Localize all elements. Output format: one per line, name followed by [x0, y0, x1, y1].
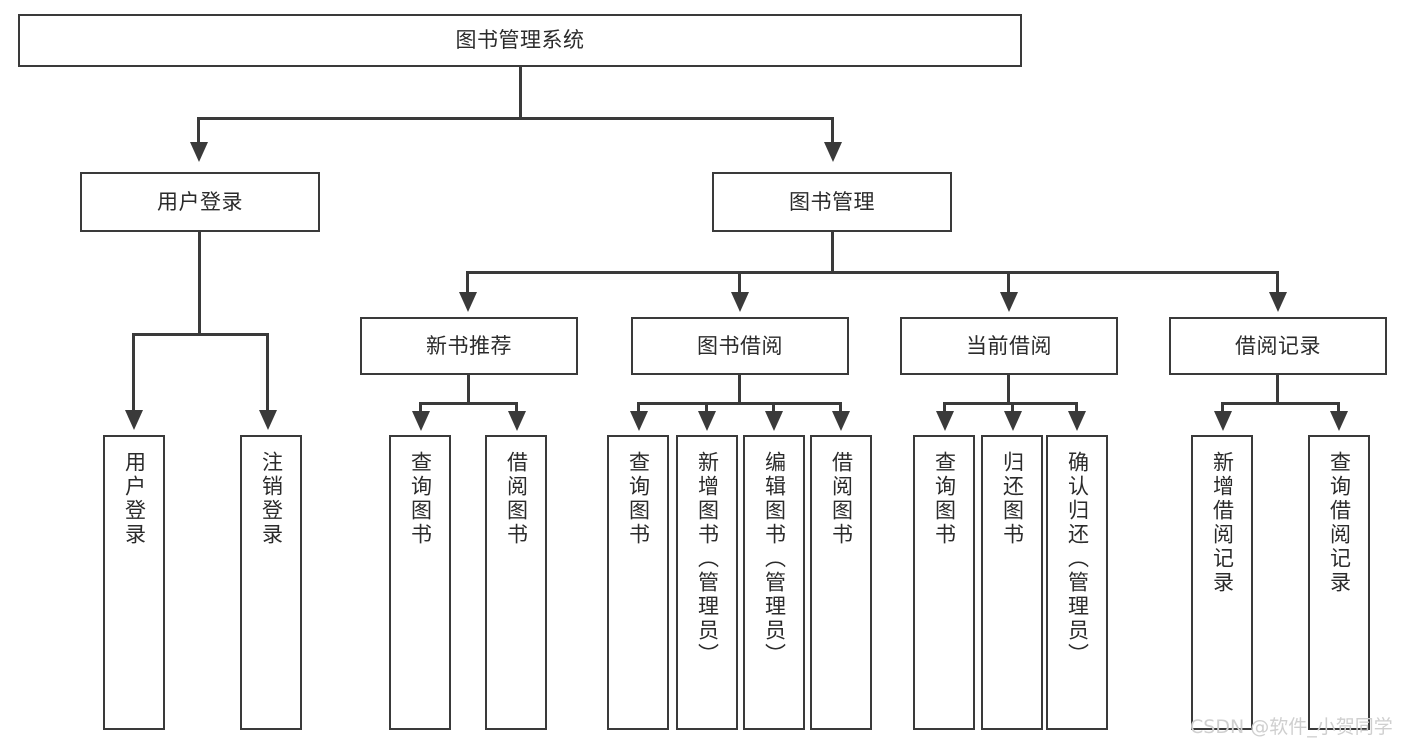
edge-drop-bb-borrow [839, 402, 842, 412]
node-label: 编辑图书（管理员） [762, 451, 787, 667]
arrowhead-nb-query [412, 411, 430, 431]
node-user-login[interactable]: 用户登录 [80, 172, 320, 232]
arrowhead-user-login [190, 142, 208, 162]
node-label: 当前借阅 [966, 333, 1052, 358]
node-label: 确认归还（管理员） [1065, 451, 1090, 667]
edge-drop-nb-borrow [515, 402, 518, 412]
leaf-bb-edit-book[interactable]: 编辑图书（管理员） [743, 435, 805, 730]
edge-current-borrow-bus [943, 402, 1078, 405]
edge-root-bus [197, 117, 834, 120]
edge-drop-bb-edit [772, 402, 775, 412]
node-label: 用户登录 [157, 189, 243, 214]
edge-drop-cb-return [1011, 402, 1014, 412]
edge-drop-current-borrow [1007, 271, 1010, 293]
edge-root-stem [519, 67, 522, 117]
arrowhead-nb-borrow [508, 411, 526, 431]
edge-new-book-stem [467, 375, 470, 403]
leaf-br-query-record[interactable]: 查询借阅记录 [1308, 435, 1370, 730]
edge-current-borrow-stem [1007, 375, 1010, 403]
node-label: 借阅记录 [1235, 333, 1321, 358]
leaf-cb-return-book[interactable]: 归还图书 [981, 435, 1043, 730]
edge-drop-new-book [466, 271, 469, 293]
node-label: 新增借阅记录 [1210, 451, 1235, 595]
leaf-bb-borrow-book[interactable]: 借阅图书 [810, 435, 872, 730]
node-root-system[interactable]: 图书管理系统 [18, 14, 1022, 67]
edge-new-book-bus [419, 402, 518, 405]
edge-drop-bb-query [637, 402, 640, 412]
node-label: 注销登录 [259, 451, 284, 547]
node-label: 新增图书（管理员） [695, 451, 720, 667]
node-label: 图书管理 [789, 189, 875, 214]
edge-drop-book-borrow [738, 271, 741, 293]
node-book-management[interactable]: 图书管理 [712, 172, 952, 232]
edge-drop-bb-add [705, 402, 708, 412]
arrowhead-cb-confirm [1068, 411, 1086, 431]
edge-drop-br-add [1221, 402, 1224, 412]
edge-book-borrow-bus [637, 402, 840, 405]
node-label: 图书管理系统 [455, 28, 585, 53]
arrowhead-current-borrow [1000, 292, 1018, 312]
edge-user-login-bus [132, 333, 269, 336]
edge-drop-cb-confirm [1075, 402, 1078, 412]
edge-level3-bus [466, 271, 1279, 274]
arrowhead-borrow-record [1269, 292, 1287, 312]
edge-drop-br-query [1337, 402, 1340, 412]
edge-borrow-record-bus [1221, 402, 1340, 405]
arrowhead-leaf-user-login [125, 410, 143, 430]
arrowhead-bb-query [630, 411, 648, 431]
leaf-cb-confirm-return[interactable]: 确认归还（管理员） [1046, 435, 1108, 730]
node-label: 借阅图书 [829, 451, 854, 547]
edge-drop-user-login [197, 117, 200, 143]
arrowhead-cb-return [1004, 411, 1022, 431]
leaf-br-add-record[interactable]: 新增借阅记录 [1191, 435, 1253, 730]
edge-book-manage-stem [831, 232, 834, 272]
leaf-user-login[interactable]: 用户登录 [103, 435, 165, 730]
edge-drop-nb-query [419, 402, 422, 412]
node-label: 用户登录 [122, 451, 147, 547]
leaf-bb-add-book[interactable]: 新增图书（管理员） [676, 435, 738, 730]
edge-book-borrow-stem [738, 375, 741, 403]
node-label: 归还图书 [1000, 451, 1025, 547]
node-current-borrow[interactable]: 当前借阅 [900, 317, 1118, 375]
csdn-watermark: CSDN @软件_小贺同学 [1190, 716, 1393, 738]
edge-drop-leaf-user-login [132, 333, 135, 411]
edge-drop-borrow-record [1276, 271, 1279, 293]
arrowhead-bb-edit [765, 411, 783, 431]
leaf-bb-query-book[interactable]: 查询图书 [607, 435, 669, 730]
node-label: 借阅图书 [504, 451, 529, 547]
leaf-logout[interactable]: 注销登录 [240, 435, 302, 730]
arrowhead-br-query [1330, 411, 1348, 431]
arrowhead-bb-add [698, 411, 716, 431]
edge-borrow-record-stem [1276, 375, 1279, 403]
edge-drop-leaf-logout [266, 333, 269, 411]
arrowhead-cb-query [936, 411, 954, 431]
node-label: 查询图书 [932, 451, 957, 547]
arrowhead-br-add [1214, 411, 1232, 431]
leaf-nb-query-book[interactable]: 查询图书 [389, 435, 451, 730]
edge-user-login-stem [198, 232, 201, 334]
node-label: 查询借阅记录 [1327, 451, 1352, 595]
node-label: 图书借阅 [697, 333, 783, 358]
node-label: 新书推荐 [426, 333, 512, 358]
arrowhead-book-borrow [731, 292, 749, 312]
node-new-book-recommend[interactable]: 新书推荐 [360, 317, 578, 375]
leaf-nb-borrow-book[interactable]: 借阅图书 [485, 435, 547, 730]
node-borrow-record[interactable]: 借阅记录 [1169, 317, 1387, 375]
node-label: 查询图书 [626, 451, 651, 547]
edge-drop-cb-query [943, 402, 946, 412]
node-book-borrow[interactable]: 图书借阅 [631, 317, 849, 375]
arrowhead-new-book [459, 292, 477, 312]
edge-drop-book-manage [831, 117, 834, 143]
arrowhead-bb-borrow [832, 411, 850, 431]
node-label: 查询图书 [408, 451, 433, 547]
arrowhead-leaf-logout [259, 410, 277, 430]
leaf-cb-query-book[interactable]: 查询图书 [913, 435, 975, 730]
arrowhead-book-manage [824, 142, 842, 162]
